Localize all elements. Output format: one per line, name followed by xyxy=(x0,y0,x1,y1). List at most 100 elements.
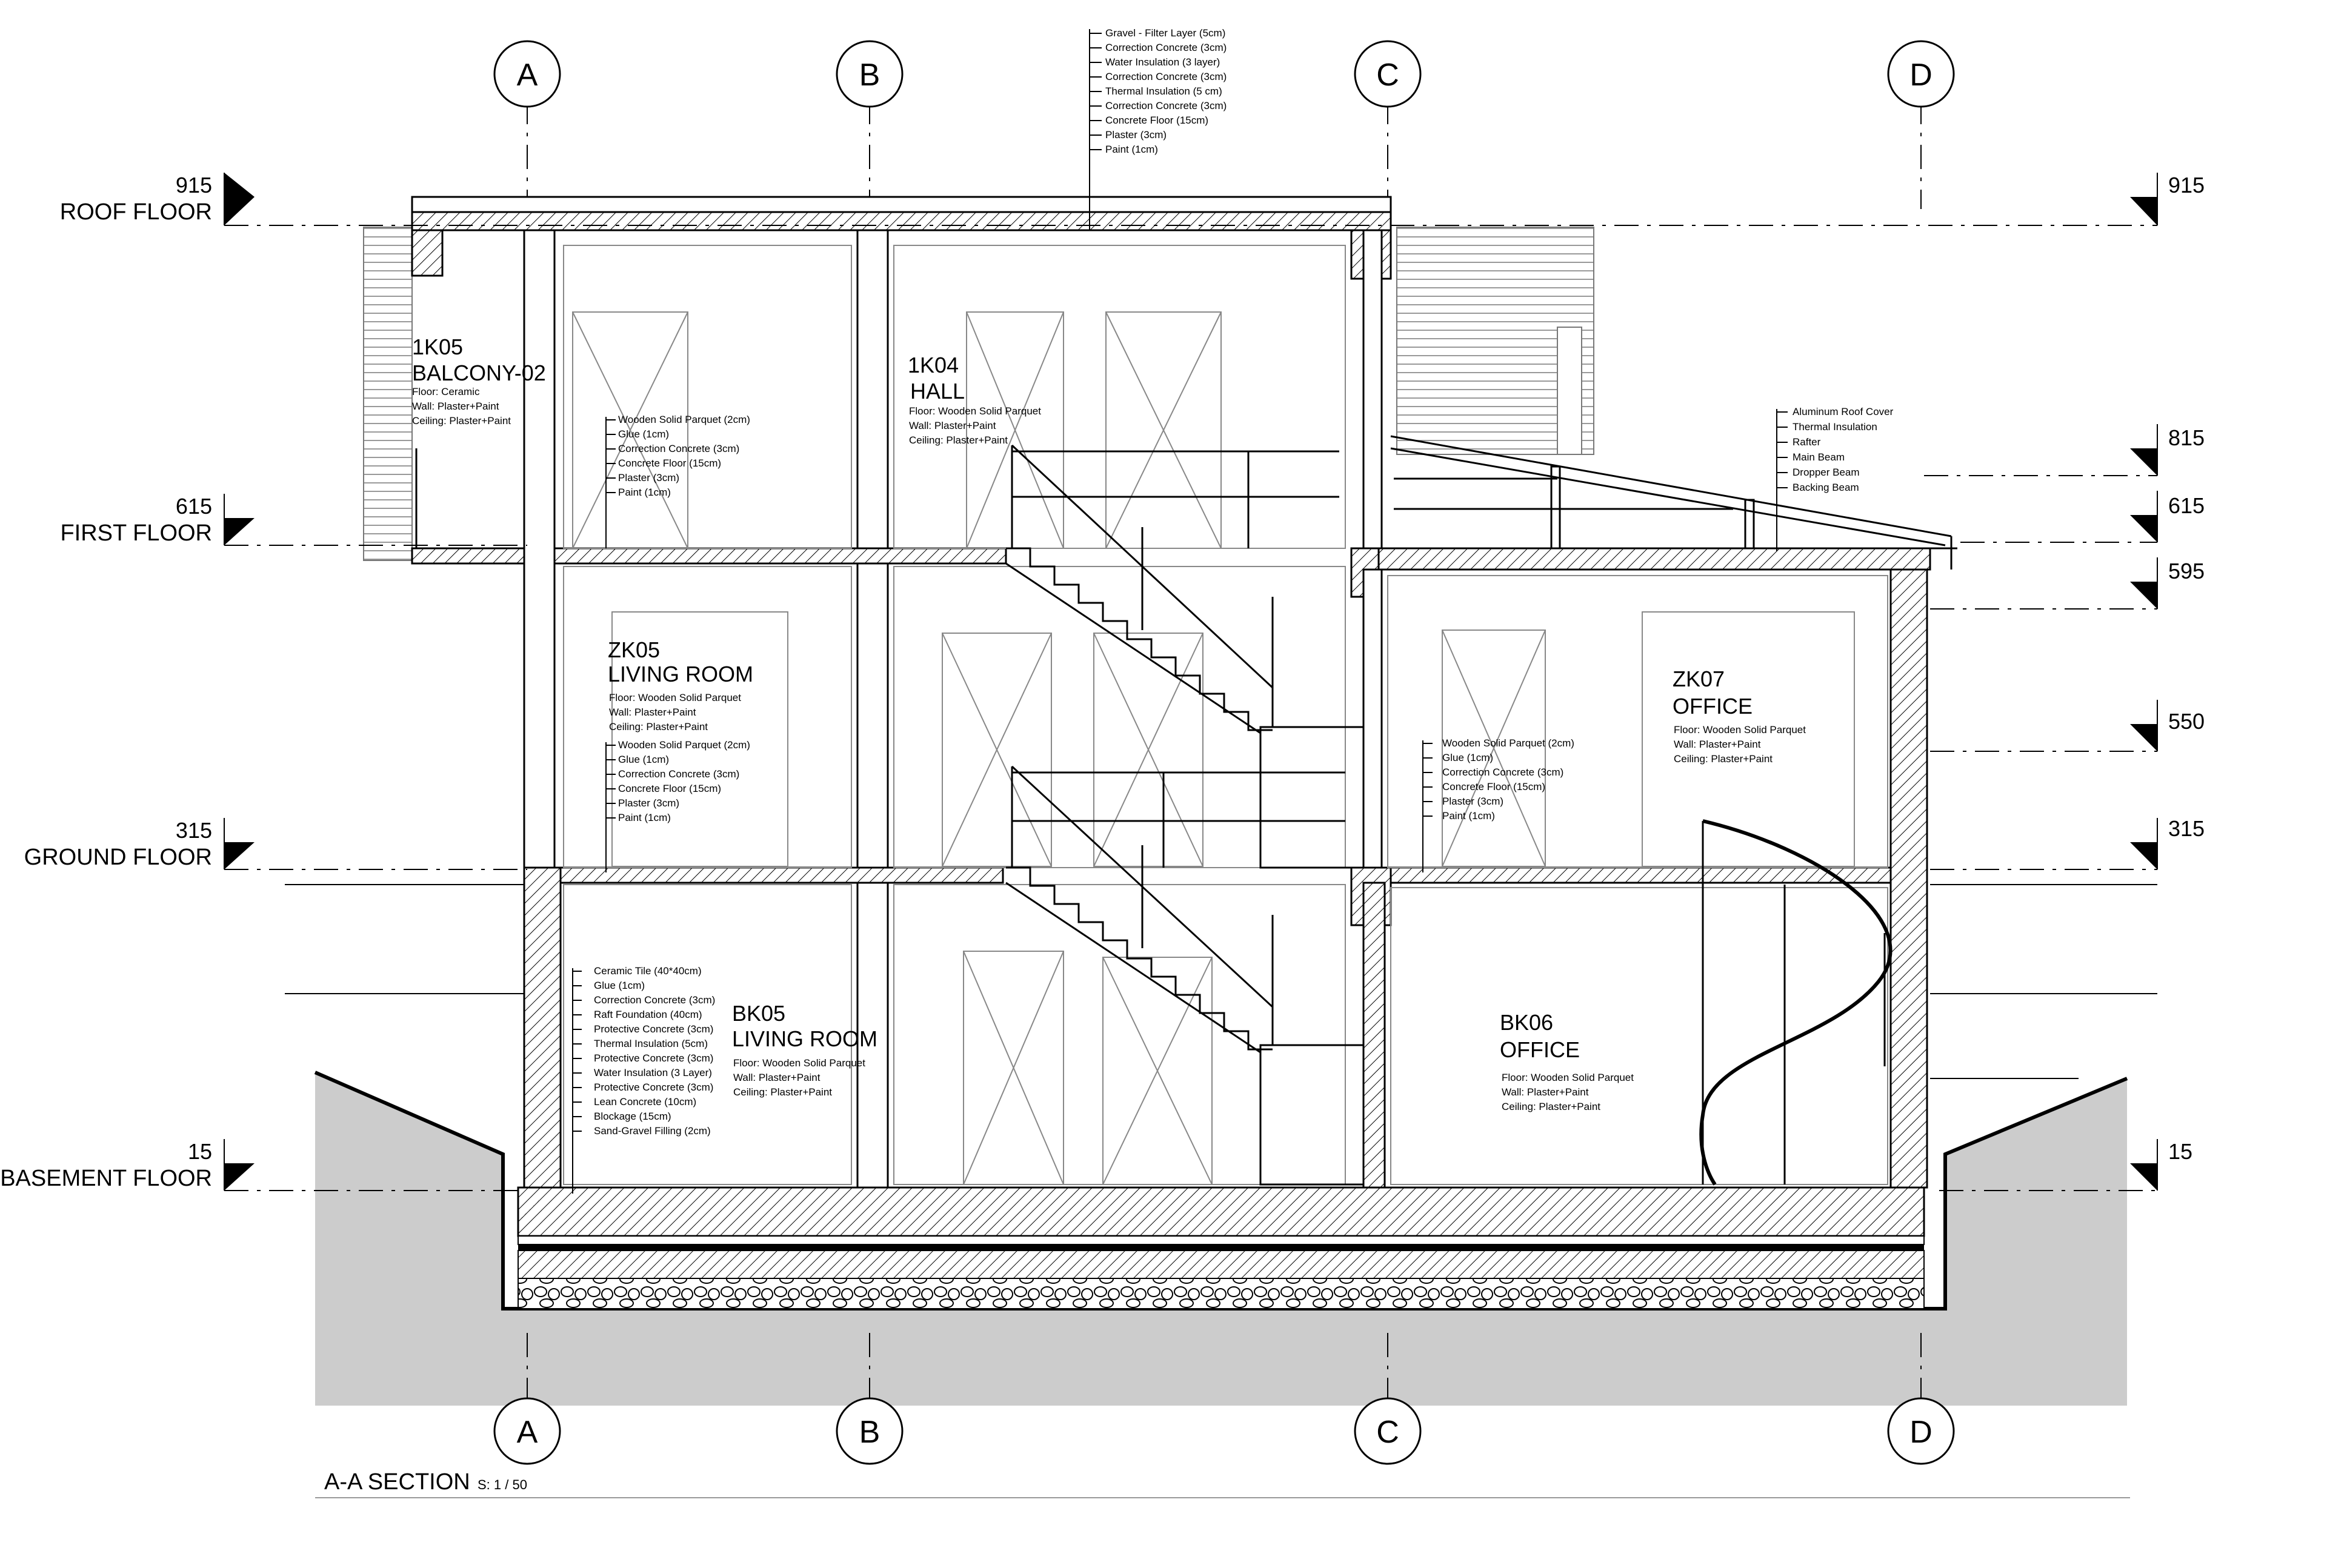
room-label-zk07: ZK07 OFFICE Floor: Wooden Solid Parquet … xyxy=(1673,666,1806,765)
roof-layer-1: Gravel - Filter Layer (5cm) xyxy=(1105,27,1225,39)
first-floor-layer-4: Concrete Floor (15cm) xyxy=(618,457,721,469)
room-wall: Wall: Plaster+Paint xyxy=(1502,1086,1589,1098)
grid-label-a-top: A xyxy=(517,58,538,93)
room-floor: Floor: Wooden Solid Parquet xyxy=(609,692,741,703)
level-name-basement: BASEMENT FLOOR xyxy=(0,1166,212,1191)
first-floor-layer-6: Paint (1cm) xyxy=(618,487,671,498)
room-name: LIVING ROOM xyxy=(608,662,753,686)
office-floor-layer-2: Glue (1cm) xyxy=(1442,752,1493,763)
level-value-right-615: 615 xyxy=(2168,493,2205,518)
exterior-siding xyxy=(363,227,1594,561)
basement-layer-7: Protective Concrete (3cm) xyxy=(594,1052,713,1064)
roof-layer-5: Thermal Insulation (5 cm) xyxy=(1105,85,1222,97)
roof-layer-2: Correction Concrete (3cm) xyxy=(1105,42,1227,53)
level-value-right-550: 550 xyxy=(2168,709,2205,734)
room-code: ZK07 xyxy=(1673,666,1725,691)
level-value-right-15: 15 xyxy=(2168,1139,2192,1164)
interior-openings xyxy=(563,245,1888,1185)
roof-layer-4: Correction Concrete (3cm) xyxy=(1105,71,1227,82)
level-value-right-915: 915 xyxy=(2168,173,2205,198)
staircase xyxy=(1005,444,1365,1186)
grid-label-b-top: B xyxy=(859,58,881,93)
office-floor-layer-4: Concrete Floor (15cm) xyxy=(1442,781,1545,792)
room-name: OFFICE xyxy=(1500,1037,1580,1062)
room-ceiling: Ceiling: Plaster+Paint xyxy=(1502,1101,1600,1112)
ground-floor-layer-2: Glue (1cm) xyxy=(618,754,669,765)
basement-layer-6: Thermal Insulation (5cm) xyxy=(594,1038,708,1049)
first-floor-layer-5: Plaster (3cm) xyxy=(618,472,679,483)
grid-lines xyxy=(527,100,1922,1406)
level-marker-right-815: 815 xyxy=(2130,424,2205,476)
room-label-bk05: BK05 LIVING ROOM Floor: Wooden Solid Par… xyxy=(732,1001,877,1098)
room-ceiling: Ceiling: Plaster+Paint xyxy=(412,415,511,427)
left-context-lines xyxy=(285,884,2157,1079)
level-value-first: 615 xyxy=(176,494,212,519)
room-floor: Floor: Wooden Solid Parquet xyxy=(733,1057,865,1069)
canopy-layer-1: Aluminum Roof Cover xyxy=(1793,406,1894,417)
room-name: BALCONY-02 xyxy=(412,360,546,385)
basement-layer-5: Protective Concrete (3cm) xyxy=(594,1023,713,1035)
level-name-ground: GROUND FLOOR xyxy=(24,845,212,870)
room-code: 1K05 xyxy=(412,334,463,359)
spiral-staircase xyxy=(1699,819,1893,1186)
ground-floor-layer-4: Concrete Floor (15cm) xyxy=(618,783,721,794)
room-ceiling: Ceiling: Plaster+Paint xyxy=(609,721,708,733)
ground-floor-layer-5: Plaster (3cm) xyxy=(618,797,679,809)
basement-layer-8: Water Insulation (3 Layer) xyxy=(594,1067,712,1078)
basement-layer-10: Lean Concrete (10cm) xyxy=(594,1096,696,1108)
grid-label-b-bottom: B xyxy=(859,1415,881,1450)
roof-layers-callout: Gravel - Filter Layer (5cm) Correction C… xyxy=(1089,27,1227,230)
roof-layer-8: Plaster (3cm) xyxy=(1105,129,1167,141)
roof-layer-3: Water Insulation (3 layer) xyxy=(1105,56,1220,68)
level-lines xyxy=(224,225,2157,1191)
room-label-1k05: 1K05 BALCONY-02 Floor: Ceramic Wall: Pla… xyxy=(412,334,546,427)
room-floor: Floor: Wooden Solid Parquet xyxy=(1674,724,1806,736)
room-label-bk06: BK06 OFFICE Floor: Wooden Solid Parquet … xyxy=(1500,1010,1634,1112)
room-wall: Wall: Plaster+Paint xyxy=(909,420,996,431)
office-floor-layer-3: Correction Concrete (3cm) xyxy=(1442,766,1563,778)
ground-floor-layer-1: Wooden Solid Parquet (2cm) xyxy=(618,739,750,751)
office-floor-layers-callout: Wooden Solid Parquet (2cm) Glue (1cm) Co… xyxy=(1422,737,1574,872)
canopy-layer-3: Rafter xyxy=(1793,436,1821,448)
section-title: A-A SECTION xyxy=(324,1469,470,1495)
grid-label-a-bottom: A xyxy=(517,1415,538,1450)
basement-layer-1: Ceramic Tile (40*40cm) xyxy=(594,965,702,977)
roof-layer-6: Correction Concrete (3cm) xyxy=(1105,100,1227,111)
basement-layer-2: Glue (1cm) xyxy=(594,980,645,991)
room-floor: Floor: Wooden Solid Parquet xyxy=(1502,1072,1634,1083)
room-label-zk05: ZK05 LIVING ROOM Floor: Wooden Solid Par… xyxy=(608,637,753,733)
canopy-layers-callout: Aluminum Roof Cover Thermal Insulation R… xyxy=(1776,406,1894,551)
office-floor-layer-1: Wooden Solid Parquet (2cm) xyxy=(1442,737,1574,749)
room-ceiling: Ceiling: Plaster+Paint xyxy=(909,434,1008,446)
basement-layer-9: Protective Concrete (3cm) xyxy=(594,1081,713,1093)
grid-bubbles-bottom: A B C D xyxy=(493,1397,1955,1465)
ground-floor-layers-callout: Wooden Solid Parquet (2cm) Glue (1cm) Co… xyxy=(605,739,750,872)
basement-layer-11: Blockage (15cm) xyxy=(594,1111,671,1122)
room-name: LIVING ROOM xyxy=(732,1026,877,1051)
level-marker-right-615: 615 xyxy=(2130,491,2205,542)
office-floor-layer-5: Plaster (3cm) xyxy=(1442,796,1503,807)
level-markers-left: 915 ROOF FLOOR 615 FIRST FLOOR 315 GROUN… xyxy=(0,173,255,1191)
room-code: BK06 xyxy=(1500,1010,1553,1035)
room-label-1k04: 1K04 HALL Floor: Wooden Solid Parquet Wa… xyxy=(908,353,1041,446)
level-marker-right-595: 595 xyxy=(2130,557,2205,609)
room-name: OFFICE xyxy=(1673,694,1753,719)
section-scale: S: 1 / 50 xyxy=(478,1477,527,1492)
basement-layer-12: Sand-Gravel Filling (2cm) xyxy=(594,1125,711,1137)
level-marker-right-915: 915 xyxy=(2130,173,2205,225)
level-value-roof: 915 xyxy=(176,173,212,198)
grid-label-d-top: D xyxy=(1909,58,1933,93)
office-floor-layer-6: Paint (1cm) xyxy=(1442,810,1495,822)
room-name: HALL xyxy=(910,379,965,404)
level-marker-right-315: 315 xyxy=(2130,816,2205,869)
level-value-right-595: 595 xyxy=(2168,559,2205,583)
room-wall: Wall: Plaster+Paint xyxy=(1674,739,1761,750)
grid-bubbles-top: A B C D xyxy=(493,40,1955,108)
level-name-first: FIRST FLOOR xyxy=(60,520,212,546)
room-code: 1K04 xyxy=(908,353,959,377)
canopy-layer-2: Thermal Insulation xyxy=(1793,421,1877,433)
room-ceiling: Ceiling: Plaster+Paint xyxy=(1674,753,1773,765)
title-block: A-A SECTION S: 1 / 50 xyxy=(315,1469,2130,1498)
room-code: BK05 xyxy=(732,1001,785,1026)
